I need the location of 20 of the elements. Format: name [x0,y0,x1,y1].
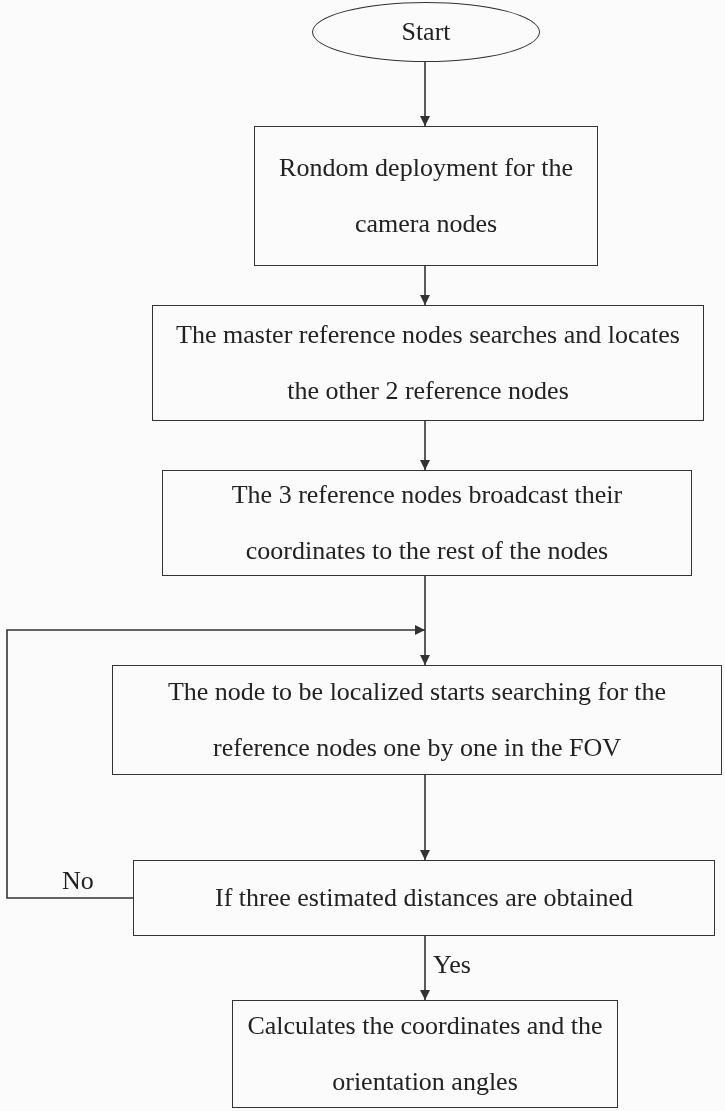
arrow [420,420,430,471]
node-text: If three estimated distances are obtained [215,882,633,914]
node-text: Start [401,16,451,48]
arrow [420,575,430,666]
node-text: Rondom deployment for the camera nodes [278,152,574,240]
node-text: The 3 reference nodes broadcast their coordinates to the rest of the nodes [230,479,624,567]
arrow [420,61,430,127]
process-box [152,305,704,421]
arrow [6,625,426,899]
node-text: The node to be localized starts searching for the reference nodes one by one in the FOV [166,676,668,764]
arrow [420,935,430,1001]
process-box [162,470,692,576]
process-box [112,665,722,775]
process-box [232,1000,618,1108]
arrow [420,774,430,861]
arrow [420,265,430,306]
node-text: The master reference nodes searches and locates the other 2 reference nodes [175,319,681,407]
node-text: Calculates the coordinates and the orientation angles [246,1010,604,1098]
process-box [254,126,598,266]
decision-box [133,860,715,936]
